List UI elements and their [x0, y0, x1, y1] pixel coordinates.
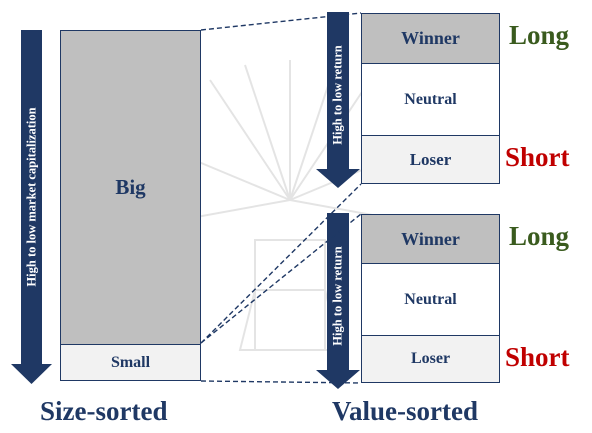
value-sorted-bottom-group: Winner Neutral Loser [361, 214, 500, 383]
long-label-top: Long [509, 20, 570, 50]
neutral-label-top: Neutral [404, 90, 457, 108]
neutral-cell-top: Neutral [362, 64, 499, 135]
neutral-cell-bottom: Neutral [362, 264, 499, 335]
winner-label-bottom: Winner [401, 228, 460, 249]
value-sorted-top-group: Winner Neutral Loser [361, 13, 500, 184]
value-sorted-caption: Value-sorted [332, 396, 478, 426]
winner-cell-top: Winner [362, 14, 499, 64]
long-label-bottom: Long [509, 221, 570, 251]
neutral-label-bottom: Neutral [404, 290, 457, 308]
loser-label-top: Loser [409, 149, 452, 169]
small-cell: Small [61, 344, 200, 380]
small-label: Small [110, 353, 151, 371]
loser-cell-top: Loser [362, 135, 499, 183]
size-sorted-caption: Size-sorted [40, 396, 168, 426]
size-sorted-column: Big Small [60, 30, 201, 381]
loser-label-bottom: Loser [410, 350, 451, 367]
winner-cell-bottom: Winner [362, 215, 499, 264]
big-label: Big [115, 175, 146, 199]
big-cell: Big [61, 31, 200, 344]
short-label-bottom: Short [505, 342, 570, 372]
short-label-top: Short [505, 142, 570, 172]
winner-label-top: Winner [401, 28, 460, 48]
loser-cell-bottom: Loser [362, 335, 499, 382]
